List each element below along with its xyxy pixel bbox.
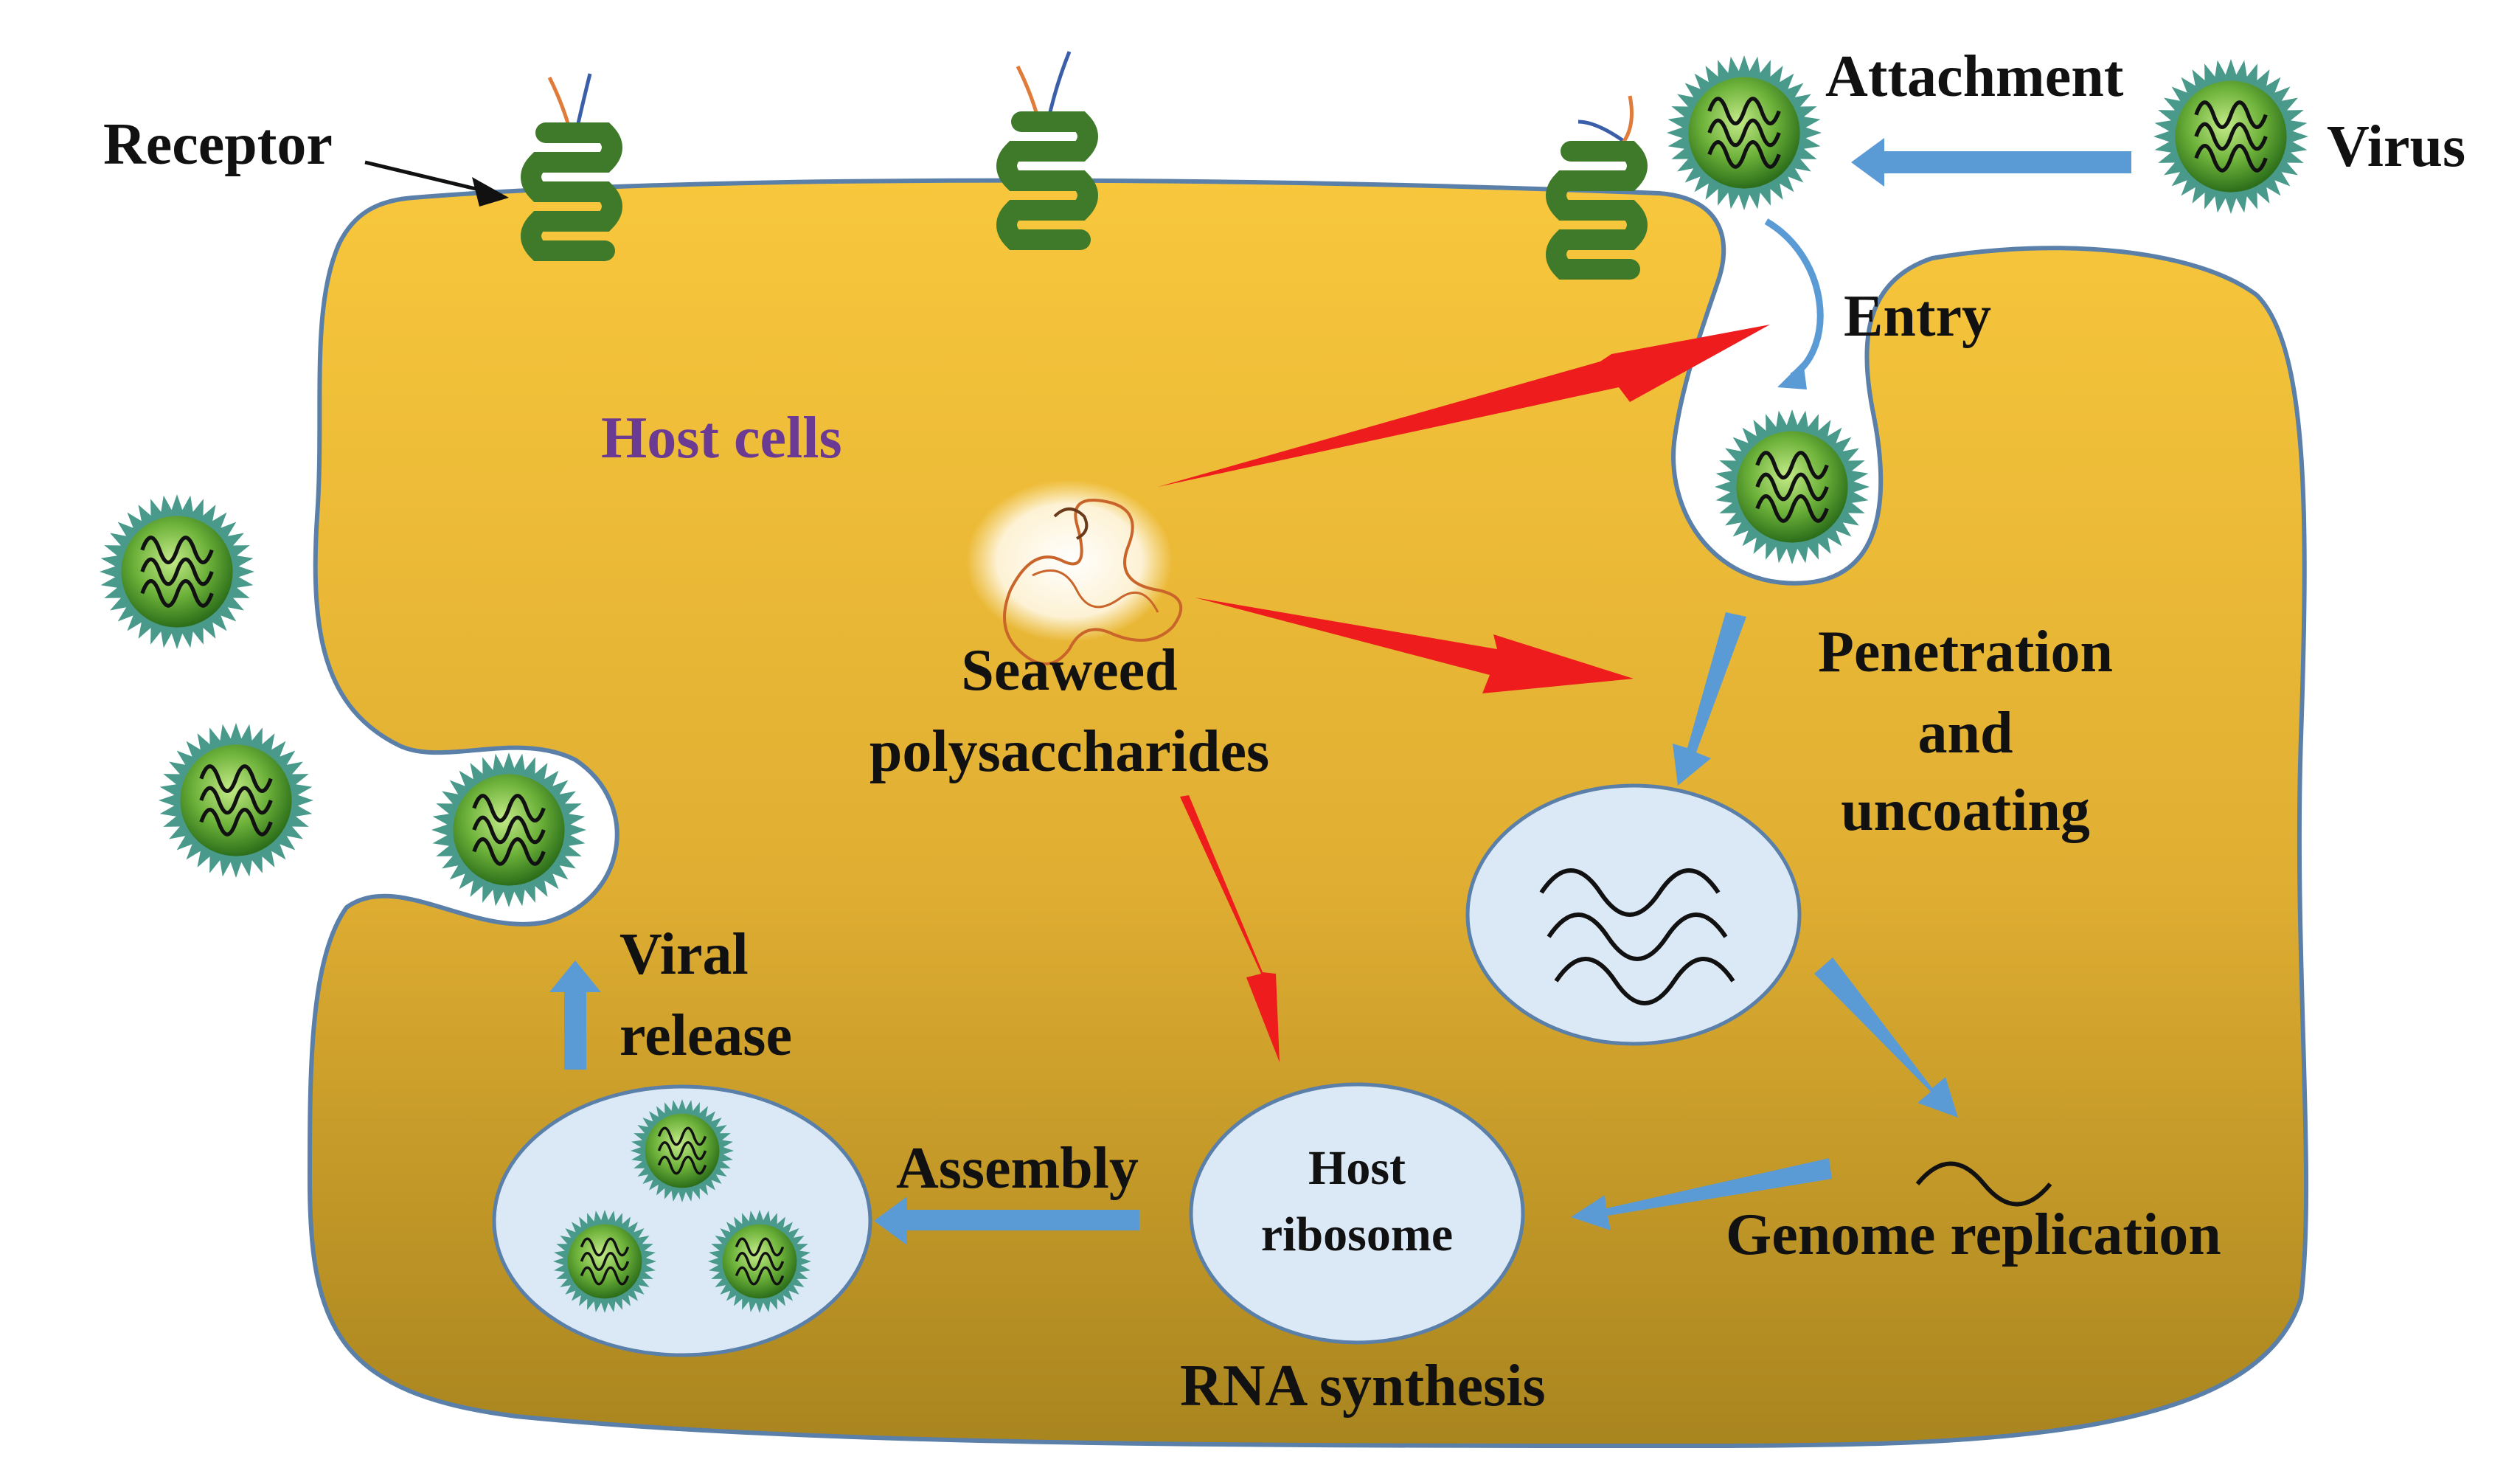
assembly-arrow — [874, 1196, 1139, 1245]
receptor-1 — [521, 73, 622, 261]
host-ribosome-label-line2: ribosome — [1261, 1208, 1453, 1261]
attachment-label: Attachment — [1825, 44, 2124, 109]
replication-arrow — [1814, 957, 1958, 1118]
virus-entering — [1715, 409, 1870, 564]
virus-layer — [100, 55, 2308, 1313]
viral-release-label-line1: Viral — [619, 922, 749, 987]
rna-synthesis-label: RNA synthesis — [1180, 1354, 1546, 1419]
penetration-label-line3: uncoating — [1841, 778, 2090, 843]
seaweed-polysaccharide-molecule — [966, 479, 1183, 665]
entry-arrow — [1764, 218, 1824, 389]
assembly-label: Assembly — [896, 1136, 1139, 1201]
replicated-genome-strand — [1915, 1161, 2052, 1207]
virus-label: Virus — [2327, 114, 2465, 179]
red-arrow-to-entry — [1158, 325, 1770, 487]
virus-released-1 — [100, 494, 254, 649]
penetration-label-line1: Penetration — [1818, 620, 2113, 685]
red-arrows — [1158, 325, 1770, 1062]
release-arrow — [549, 960, 601, 1070]
viral-release-label-line2: release — [619, 1003, 792, 1068]
attachment-arrow — [1851, 138, 2131, 187]
red-arrow-to-ribosome — [1180, 795, 1280, 1062]
host-cells-label: Host cells — [601, 406, 842, 471]
genome-replication-label: Genome replication — [1726, 1202, 2221, 1267]
virus-assembled-3 — [708, 1210, 811, 1313]
entry-label: Entry — [1844, 284, 1991, 349]
seaweed-label-line1: Seaweed — [961, 638, 1177, 703]
host-ribosome-vesicle — [1189, 1082, 1525, 1345]
receptor-label: Receptor — [103, 112, 333, 177]
receptor-3 — [1546, 95, 1648, 280]
penetration-label-line2: and — [1918, 701, 2013, 766]
virus-assembled-2 — [553, 1210, 656, 1313]
virus-released-2 — [159, 723, 313, 878]
penetration-arrow — [1673, 612, 1746, 786]
host-ribosome-label-line1: Host — [1308, 1141, 1406, 1195]
red-arrow-to-penetration — [1195, 598, 1634, 693]
virus-assembled-1 — [631, 1099, 734, 1202]
virus-attached — [1667, 55, 1822, 210]
seaweed-label-line2: polysaccharides — [869, 719, 1269, 784]
blue-arrows — [549, 138, 2131, 1245]
receptor-pointer-arrow — [364, 160, 509, 207]
translation-arrow — [1571, 1158, 1832, 1230]
viral-rna-strands — [1539, 868, 1735, 1005]
receptor-2 — [996, 51, 1098, 250]
virus-free — [2153, 59, 2308, 214]
virus-budding — [431, 752, 586, 907]
